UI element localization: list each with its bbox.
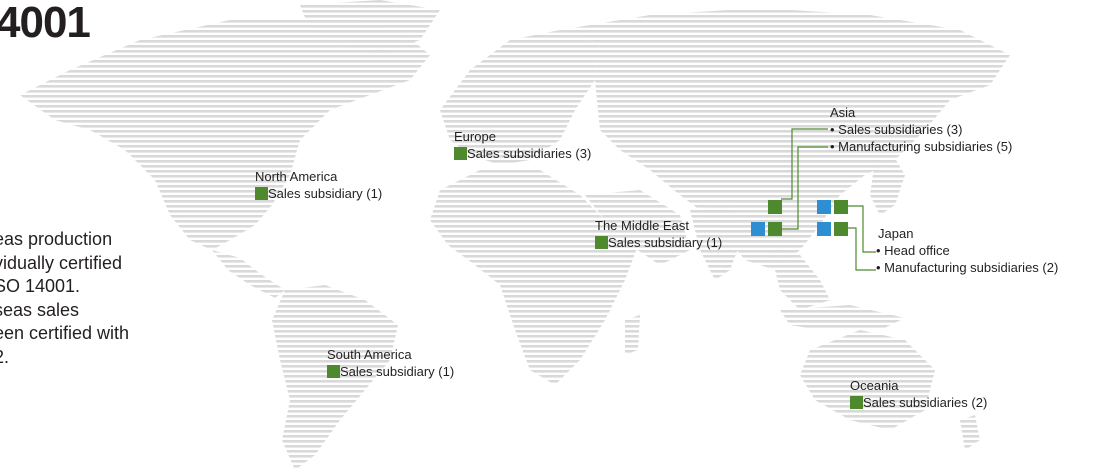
region-europe: Europe Sales subsidiaries (3)	[454, 128, 591, 162]
region-arabia	[585, 190, 690, 265]
entry-label: Sales subsidiary (1)	[340, 364, 455, 379]
green-square-marker	[834, 200, 848, 214]
region-asia: Asia • Sales subsidiaries (3) • Manufact…	[830, 104, 1012, 155]
green-square-marker	[255, 187, 268, 200]
green-square-marker	[768, 200, 782, 214]
continent-central-america	[212, 250, 285, 298]
description-text: eas production vidually certified SO 140…	[0, 228, 129, 369]
region-item: • Manufacturing subsidiaries (5)	[830, 139, 1013, 154]
blue-square-marker	[751, 222, 765, 236]
region-entry: Sales subsidiary (1)	[595, 234, 722, 251]
continent-africa	[430, 170, 640, 385]
green-square-marker	[834, 222, 848, 236]
description-line: seas sales	[0, 299, 80, 320]
description-line: eas production	[0, 229, 113, 249]
region-entry: Sales subsidiaries (2)	[850, 394, 987, 411]
region-india	[690, 205, 745, 280]
continent-greenland	[300, 0, 440, 55]
continent-madagascar	[625, 315, 640, 355]
description-line: 2.	[0, 346, 10, 367]
description-line: SO 14001.	[0, 276, 81, 296]
region-north-america: North America Sales subsidiary (1)	[255, 168, 382, 202]
region-entry: Sales subsidiaries (3)	[454, 145, 591, 162]
entry-label: Sales subsidiaries (3)	[467, 146, 592, 161]
region-new-zealand	[960, 415, 980, 450]
region-name: Asia	[830, 105, 856, 120]
green-square-marker	[595, 236, 608, 249]
region-name: Europe	[454, 129, 496, 144]
region-middle-east: The Middle East Sales subsidiary (1)	[595, 217, 722, 251]
region-item: • Sales subsidiaries (3)	[830, 122, 963, 137]
region-name: Japan	[878, 226, 914, 241]
region-se-asia	[770, 250, 830, 310]
continent-north-america	[20, 18, 430, 250]
green-square-marker	[327, 365, 340, 378]
blue-square-marker	[817, 200, 831, 214]
region-name: The Middle East	[595, 218, 689, 233]
region-entry: Sales subsidiary (1)	[255, 185, 382, 202]
region-oceania: Oceania Sales subsidiaries (2)	[850, 377, 987, 411]
region-item: • Head office	[876, 243, 950, 258]
region-entry: Sales subsidiary (1)	[327, 363, 454, 380]
page-title: 4001	[0, 0, 91, 47]
green-square-marker	[850, 396, 863, 409]
continent-europe	[440, 30, 600, 165]
region-name: North America	[255, 169, 338, 184]
entry-label: Sales subsidiary (1)	[268, 186, 383, 201]
region-name: Oceania	[850, 378, 899, 393]
entry-label: Sales subsidiary (1)	[608, 235, 723, 250]
green-square-marker	[768, 222, 782, 236]
blue-square-marker	[817, 222, 831, 236]
region-japan: Japan • Head office • Manufacturing subs…	[876, 225, 1058, 276]
region-south-america: South America Sales subsidiary (1)	[327, 346, 454, 380]
description-line: een certified with	[0, 323, 130, 343]
region-japan-islands	[870, 150, 905, 215]
description-line: vidually certified	[0, 252, 123, 273]
continent-australia	[800, 330, 935, 430]
entry-label: Sales subsidiaries (2)	[863, 395, 988, 410]
region-name: South America	[327, 347, 412, 362]
green-square-marker	[454, 147, 467, 160]
region-indonesia	[780, 305, 905, 330]
region-item: • Manufacturing subsidiaries (2)	[876, 260, 1059, 275]
